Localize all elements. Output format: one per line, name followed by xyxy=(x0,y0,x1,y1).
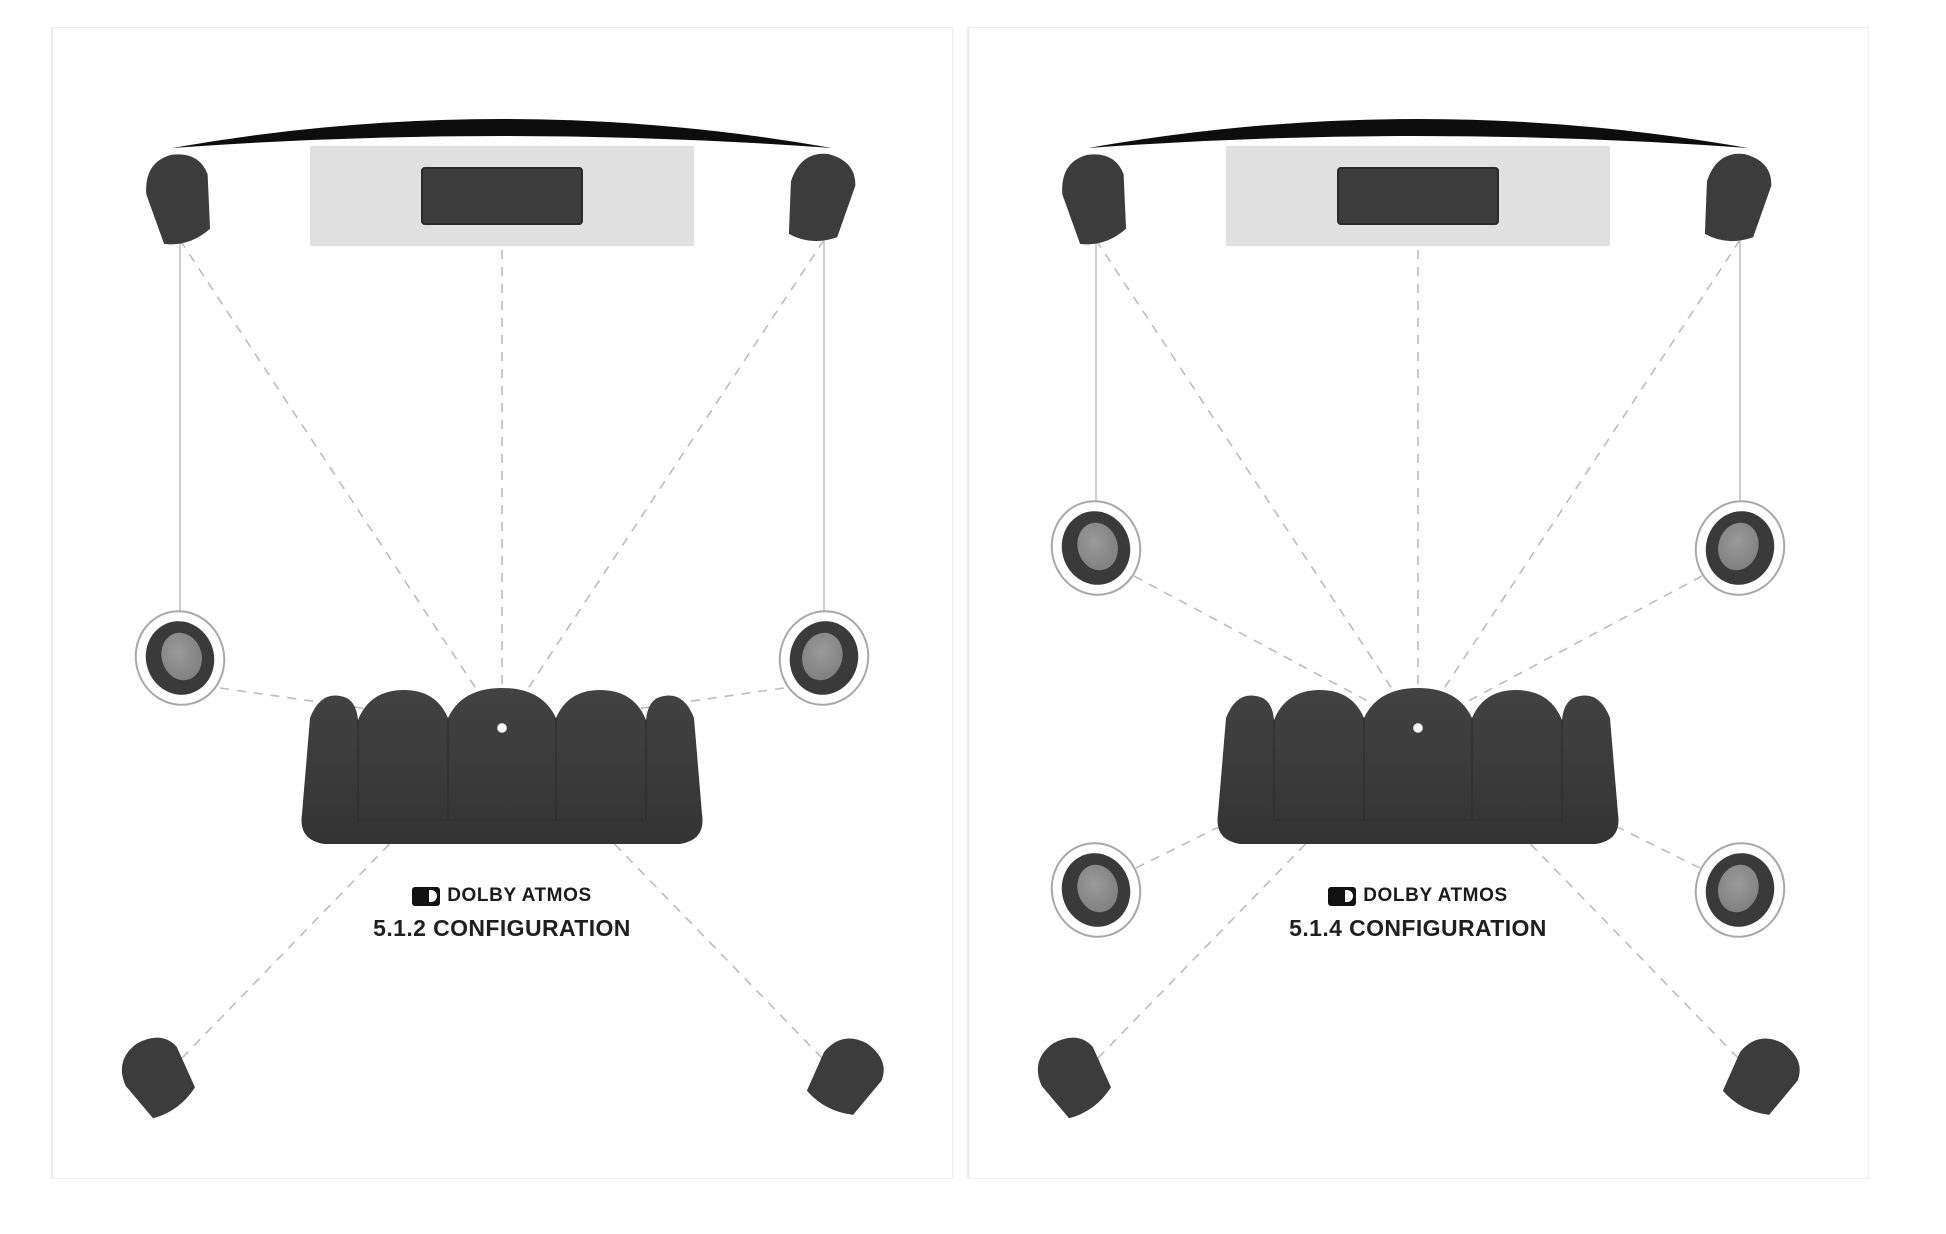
ceiling-arc xyxy=(172,119,832,148)
ceiling-arc xyxy=(1088,119,1748,148)
tv-screen xyxy=(421,167,583,225)
rear-right-speaker xyxy=(1722,1038,1800,1115)
front-right-speaker xyxy=(788,153,856,242)
front-left-speaker xyxy=(1062,154,1127,245)
front-right-speaker xyxy=(1704,153,1772,242)
soundfield-lines xyxy=(179,233,825,1059)
diagram-512 xyxy=(121,119,884,1119)
surround-right-speaker xyxy=(778,610,870,706)
front-left-speaker xyxy=(146,154,211,245)
ceiling-rear-right-speaker xyxy=(1694,842,1786,938)
soundfield-lines xyxy=(1095,233,1741,1059)
listening-sofa xyxy=(1217,688,1619,844)
panel-512: DOLBY ATMOS 5.1.2 CONFIGURATION xyxy=(52,28,952,1178)
rear-left-speaker xyxy=(121,1037,196,1119)
ceiling-rear-left-speaker xyxy=(1050,842,1142,938)
tv-screen xyxy=(1337,167,1499,225)
height-link-lines xyxy=(1095,240,1741,518)
listening-sofa xyxy=(301,688,703,844)
ceiling-front-right-speaker xyxy=(1694,500,1786,596)
listening-position xyxy=(497,723,507,733)
panel-divider-edge xyxy=(968,28,969,1178)
surround-left-speaker xyxy=(134,610,226,706)
ceiling-front-left-speaker xyxy=(1050,500,1142,596)
rear-right-speaker xyxy=(806,1038,884,1115)
listening-position xyxy=(1413,723,1423,733)
rear-left-speaker xyxy=(1037,1037,1112,1119)
panel-514: DOLBY ATMOS 5.1.4 CONFIGURATION xyxy=(968,28,1868,1178)
diagram-514 xyxy=(1037,119,1800,1119)
height-link-lines xyxy=(179,240,825,628)
panel-left-edge xyxy=(52,28,53,1178)
